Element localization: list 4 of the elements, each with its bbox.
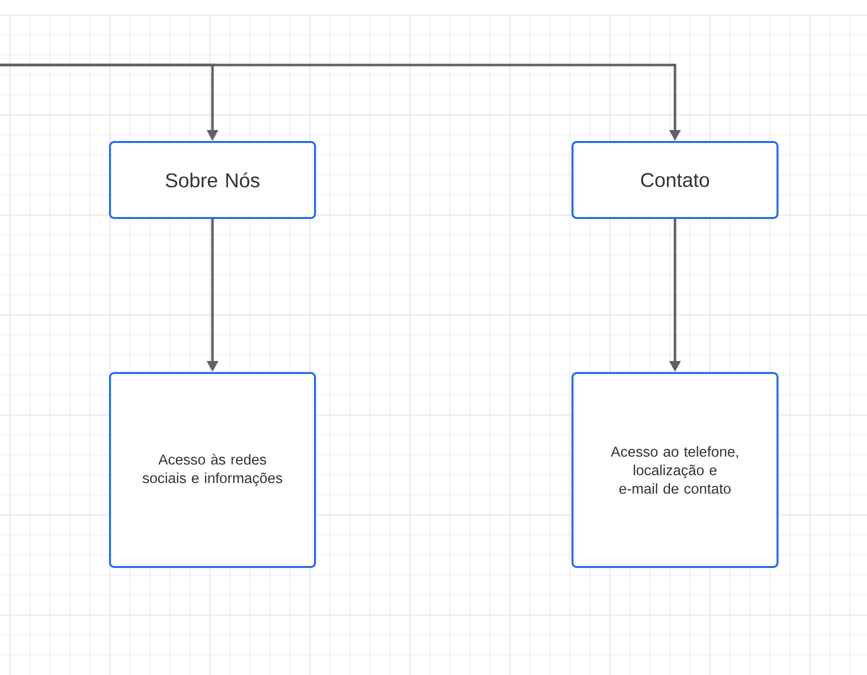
process-box: Sobre Nós (109, 140, 316, 219)
process-box: Contato (572, 140, 778, 219)
process-box: Acesso às redes sociais e informações (109, 372, 316, 568)
process-box: Acesso ao telefone, localização e e-mail de contato (572, 372, 778, 568)
